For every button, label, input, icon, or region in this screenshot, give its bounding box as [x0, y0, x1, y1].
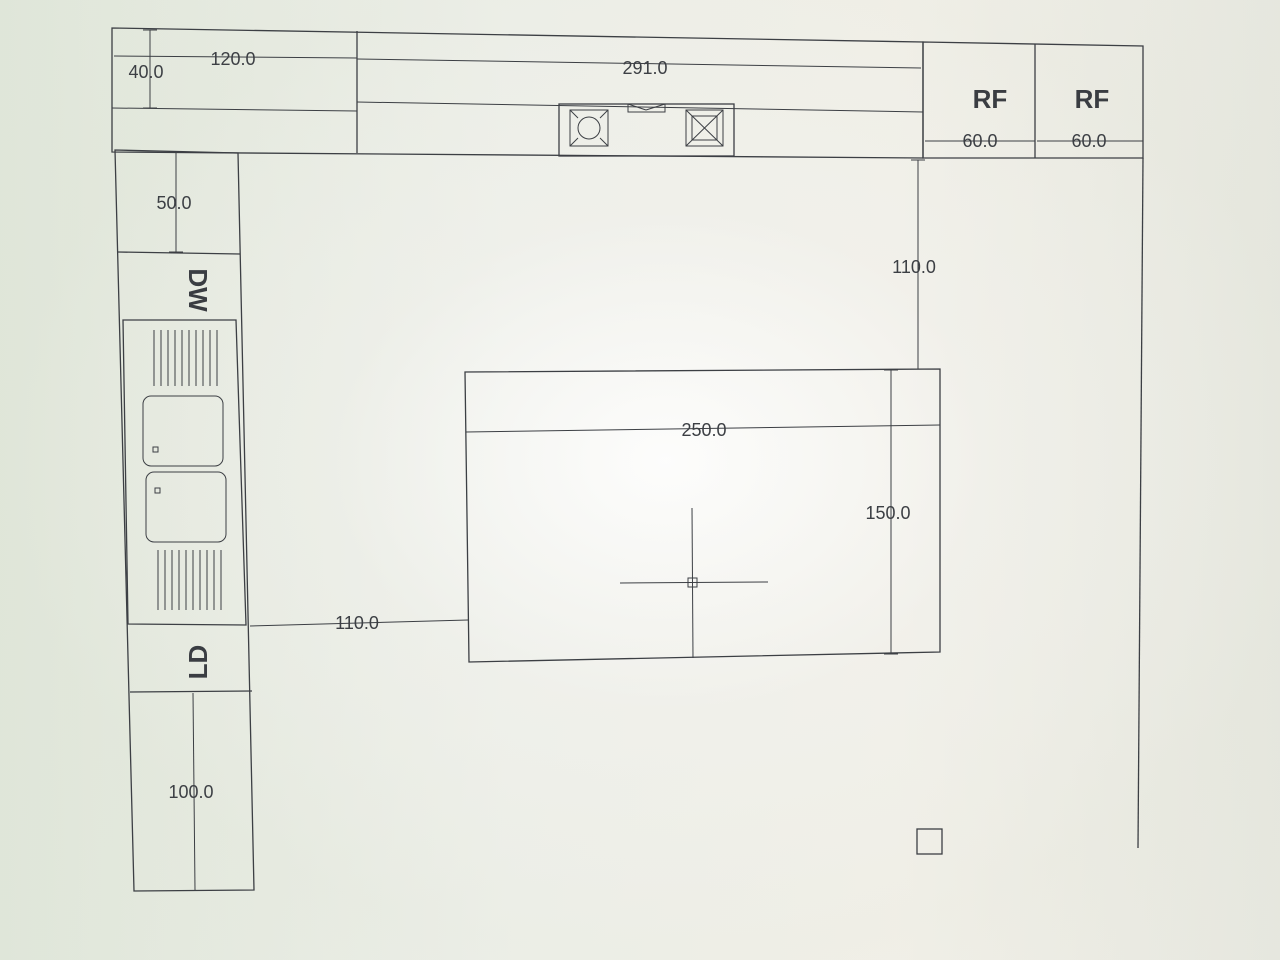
- dim-island-width: 250.0: [681, 420, 726, 440]
- dim-fridge-to-island: 110.0: [892, 257, 936, 277]
- island-crosshair-horizontal: [619, 581, 769, 584]
- left-counter-outline: [114, 149, 255, 892]
- sink-outline: [122, 319, 247, 626]
- burner-center-icon: [627, 103, 666, 113]
- left-counter: [114, 149, 255, 892]
- dim-fridge-right: 60.0: [1071, 131, 1106, 151]
- refrigerators: RF RF: [922, 41, 1144, 159]
- top-counter-outline: [111, 27, 924, 159]
- drainboard-top-icon: [153, 330, 218, 386]
- dim-line-island-width: [465, 424, 941, 433]
- left-upper-divider: [117, 251, 241, 255]
- top-run-inner-line: [356, 101, 924, 113]
- sink: [122, 319, 247, 626]
- island: [464, 368, 941, 663]
- dim-corner-depth: 40.0: [128, 62, 163, 82]
- dimension-lines: [113, 29, 1143, 891]
- right-wall-line: [1137, 157, 1144, 849]
- dim-island-depth: 150.0: [865, 503, 910, 523]
- crosshair-center-icon: [687, 577, 698, 588]
- dim-line-top-left: [113, 55, 358, 59]
- lower-cabinet-label: LD: [183, 645, 213, 680]
- dim-line-left-lower: [192, 692, 196, 891]
- basin-bottom-icon: [145, 471, 227, 543]
- top-counter: [111, 27, 924, 159]
- dim-top-run: 291.0: [622, 58, 667, 78]
- small-square-icon: [916, 828, 943, 855]
- fridge-right-label: RF: [1075, 84, 1110, 114]
- dimension-labels: 40.0 120.0 291.0 60.0 60.0 50.0 110.0 25…: [128, 49, 1106, 802]
- left-lower-divider: [129, 690, 253, 693]
- dim-top-left: 120.0: [210, 49, 255, 69]
- fridge-left-label: RF: [973, 84, 1008, 114]
- dim-left-upper: 50.0: [156, 193, 191, 213]
- dim-wall-to-island: 110.0: [335, 613, 379, 633]
- dim-left-lower: 100.0: [168, 782, 213, 802]
- dishwasher-label: DW: [183, 268, 213, 312]
- island-outline: [464, 368, 941, 663]
- cooktop: [558, 103, 735, 157]
- dim-fridge-left: 60.0: [962, 131, 997, 151]
- burner-right-icon: [685, 109, 724, 147]
- dim-line-wall-to-island: [249, 619, 469, 627]
- burner-left-icon: [569, 109, 609, 147]
- dim-line-top-run: [356, 58, 922, 69]
- basin-top-icon: [142, 395, 224, 467]
- drainboard-bottom-icon: [157, 550, 222, 610]
